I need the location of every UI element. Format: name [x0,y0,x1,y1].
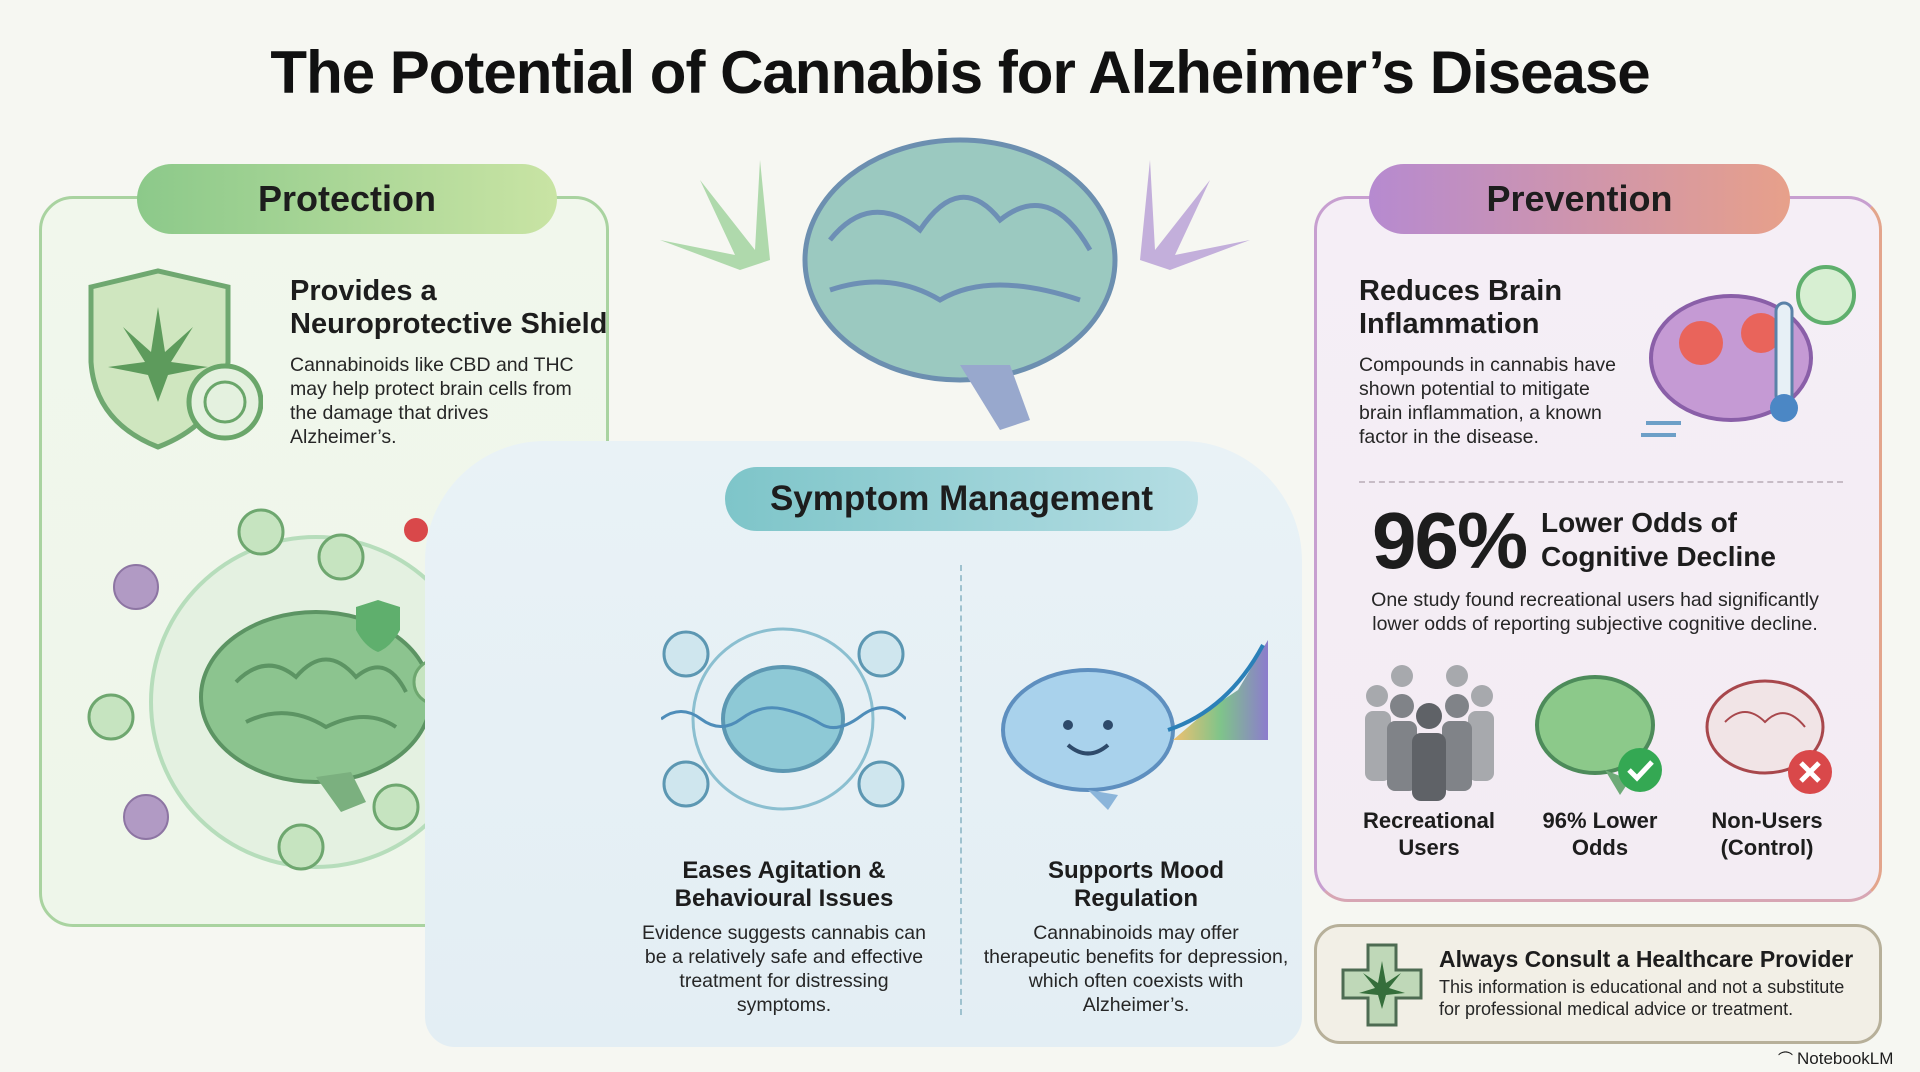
heading-line: Inflammation [1359,308,1540,340]
protection-heading-line1: Provides a [290,275,437,307]
cannabis-leaf-icon [660,160,1250,270]
stat-value: 96% [1372,496,1528,585]
group-label-line: Non-Users [1711,808,1823,833]
body-line: brain inflammation, a known [1359,402,1602,424]
symptom-management-pill: Symptom Management [725,467,1198,531]
group-label-line: (Control) [1720,835,1814,860]
happy-brain-mood-illustration [1001,640,1268,810]
heading-line: Supports Mood [1048,857,1224,884]
group-label-line: Recreational [1362,808,1496,833]
people-group-icon [1365,665,1494,801]
page-title: The Potential of Cannabis for Alzheimer’… [270,39,1650,106]
protection-heading-line2: Neuroprotective Shield [290,308,608,340]
body-line: This information is educational and not … [1439,977,1845,997]
heading-line: Regulation [1074,885,1198,912]
group-label-recreational: Recreational Users [1349,807,1509,861]
body-line: Cannabinoids like CBD and THC [290,354,574,376]
group-label-line: 96% Lower [1542,808,1658,833]
group-label-line: Users [1398,835,1460,860]
body-line: for professional medical advice or treat… [1439,999,1794,1019]
body-line: Alzheimer’s. [1082,994,1190,1016]
stat-label: Lower Odds of Cognitive Decline [1541,506,1776,574]
medical-cross-cannabis-icon [1341,943,1423,1027]
body-line: Cannabinoids may offer [1033,922,1239,944]
body-line: Compounds in cannabis have [1359,354,1616,376]
protection-pill: Protection [137,164,557,234]
body-line: which often coexists with [1028,970,1244,992]
body-line: treatment for distressing [679,970,889,992]
protection-body: Cannabinoids like CBD and THC may help p… [290,353,574,449]
stat-body: One study found recreational users had s… [1340,588,1850,636]
body-line: therapeutic benefits for depression, [983,946,1289,968]
central-brain-illustration [660,137,1250,430]
consult-body: This information is educational and not … [1439,976,1844,1020]
mood-body: Cannabinoids may offer therapeutic benef… [966,921,1306,1017]
group-label-non-users: Non-Users (Control) [1687,807,1847,861]
body-line: factor in the disease. [1359,426,1539,448]
body-line: be a relatively safe and effective [644,946,924,968]
brand-label: NotebookLM [1797,1048,1894,1068]
calm-brain-illustration [661,627,906,811]
healthy-brain-check-icon [1535,675,1662,795]
mood-heading: Supports Mood Regulation [986,857,1286,913]
notebooklm-brand: ⌒ NotebookLM [1778,1048,1893,1069]
body-line: may help protect brain cells from [290,378,572,400]
heading-line: Reduces Brain [1359,275,1563,307]
divider [960,565,962,1015]
inflamed-brain-thermometer-icon [1641,265,1856,437]
body-line: One study found recreational users had s… [1371,589,1819,611]
agitation-body: Evidence suggests cannabis can be a rela… [624,921,944,1017]
heading-line: Behavioural Issues [674,885,894,912]
agitation-heading: Eases Agitation & Behavioural Issues [634,857,934,913]
neuron-icon [113,564,169,840]
notebooklm-logo-icon: ⌒ [1778,1051,1794,1068]
consult-title: Always Consult a Healthcare Provider [1439,946,1854,972]
body-line: Alzheimer’s. [290,426,397,448]
inflammation-body: Compounds in cannabis have shown potenti… [1359,353,1616,449]
body-line: shown potential to mitigate [1359,378,1590,400]
heading-line: Eases Agitation & [682,857,886,884]
stat-label-line: Lower Odds of [1541,507,1737,538]
brain-x-icon [1705,679,1832,794]
body-line: symptoms. [736,994,832,1016]
body-line: the damage that drives [290,402,489,424]
prevention-pill: Prevention [1369,164,1790,234]
stat-label-line: Cognitive Decline [1541,541,1776,572]
group-label-line: Odds [1571,835,1629,860]
shield-cannabis-icon [88,268,263,450]
protection-heading: Provides a Neuroprotective Shield [290,275,607,341]
group-label-lower-odds: 96% Lower Odds [1520,807,1680,861]
divider [1359,481,1843,483]
body-line: Evidence suggests cannabis can [641,922,927,944]
inflammation-heading: Reduces Brain Inflammation [1359,275,1562,341]
body-line: lower odds of reporting subjective cogni… [1372,613,1818,635]
shield-check-icon [356,600,400,652]
